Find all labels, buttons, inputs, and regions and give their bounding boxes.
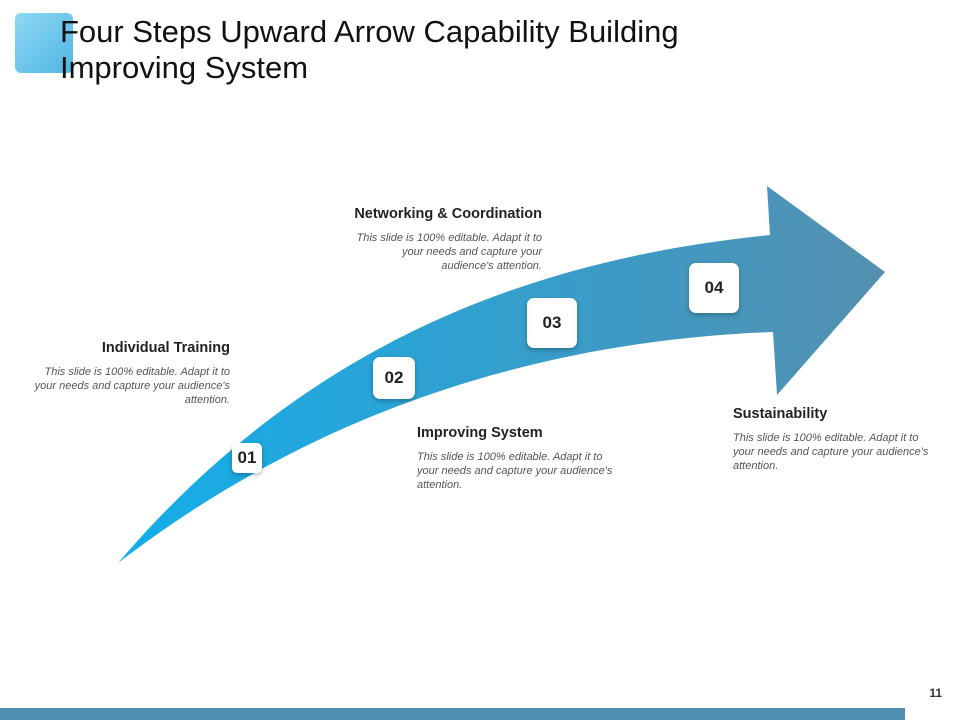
step-block-improving-system: Improving System This slide is 100% edit… [417, 425, 617, 492]
step-number-02: 02 [373, 357, 415, 399]
step-number-03: 03 [527, 298, 577, 348]
step-description: This slide is 100% editable. Adapt it to… [356, 232, 542, 272]
page-number: 11 [929, 686, 942, 700]
step-block-networking-coordination: Networking & Coordination This slide is … [320, 206, 542, 273]
title-accent-square [15, 13, 73, 73]
step-heading: Sustainability [733, 406, 828, 422]
step-description: This slide is 100% editable. Adapt it to… [34, 366, 230, 406]
step-block-sustainability: Sustainability This slide is 100% editab… [733, 406, 933, 473]
step-number-04: 04 [689, 263, 739, 313]
step-heading: Individual Training [101, 340, 230, 356]
step-block-individual-training: Individual Training This slide is 100% e… [30, 340, 230, 407]
step-description: This slide is 100% editable. Adapt it to… [417, 451, 613, 491]
step-description: This slide is 100% editable. Adapt it to… [733, 432, 929, 472]
slide-title: Four Steps Upward Arrow Capability Build… [60, 14, 679, 85]
step-heading: Networking & Coordination [354, 206, 542, 222]
footer-bar [0, 708, 905, 720]
step-number-01: 01 [232, 443, 262, 473]
step-heading: Improving System [417, 425, 543, 441]
